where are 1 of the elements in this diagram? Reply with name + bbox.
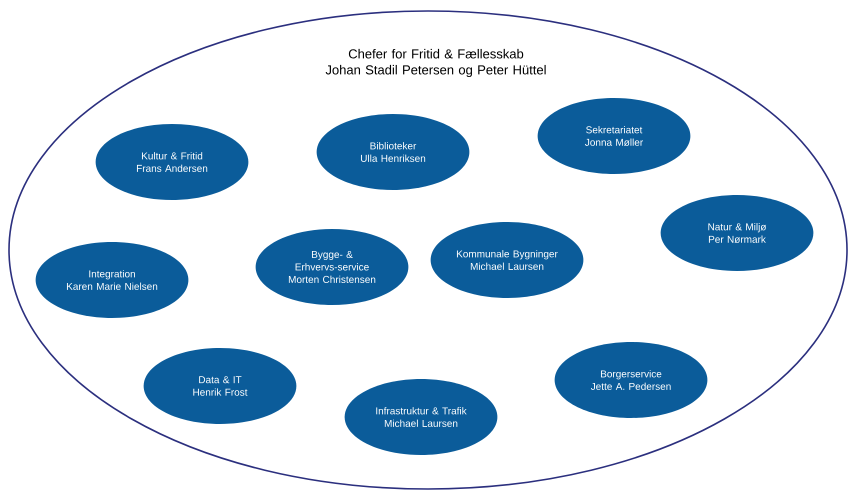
heading: Chefer for Fritid & Fællesskab Johan Stadil Petersen og Peter Hüttel	[326, 48, 546, 78]
